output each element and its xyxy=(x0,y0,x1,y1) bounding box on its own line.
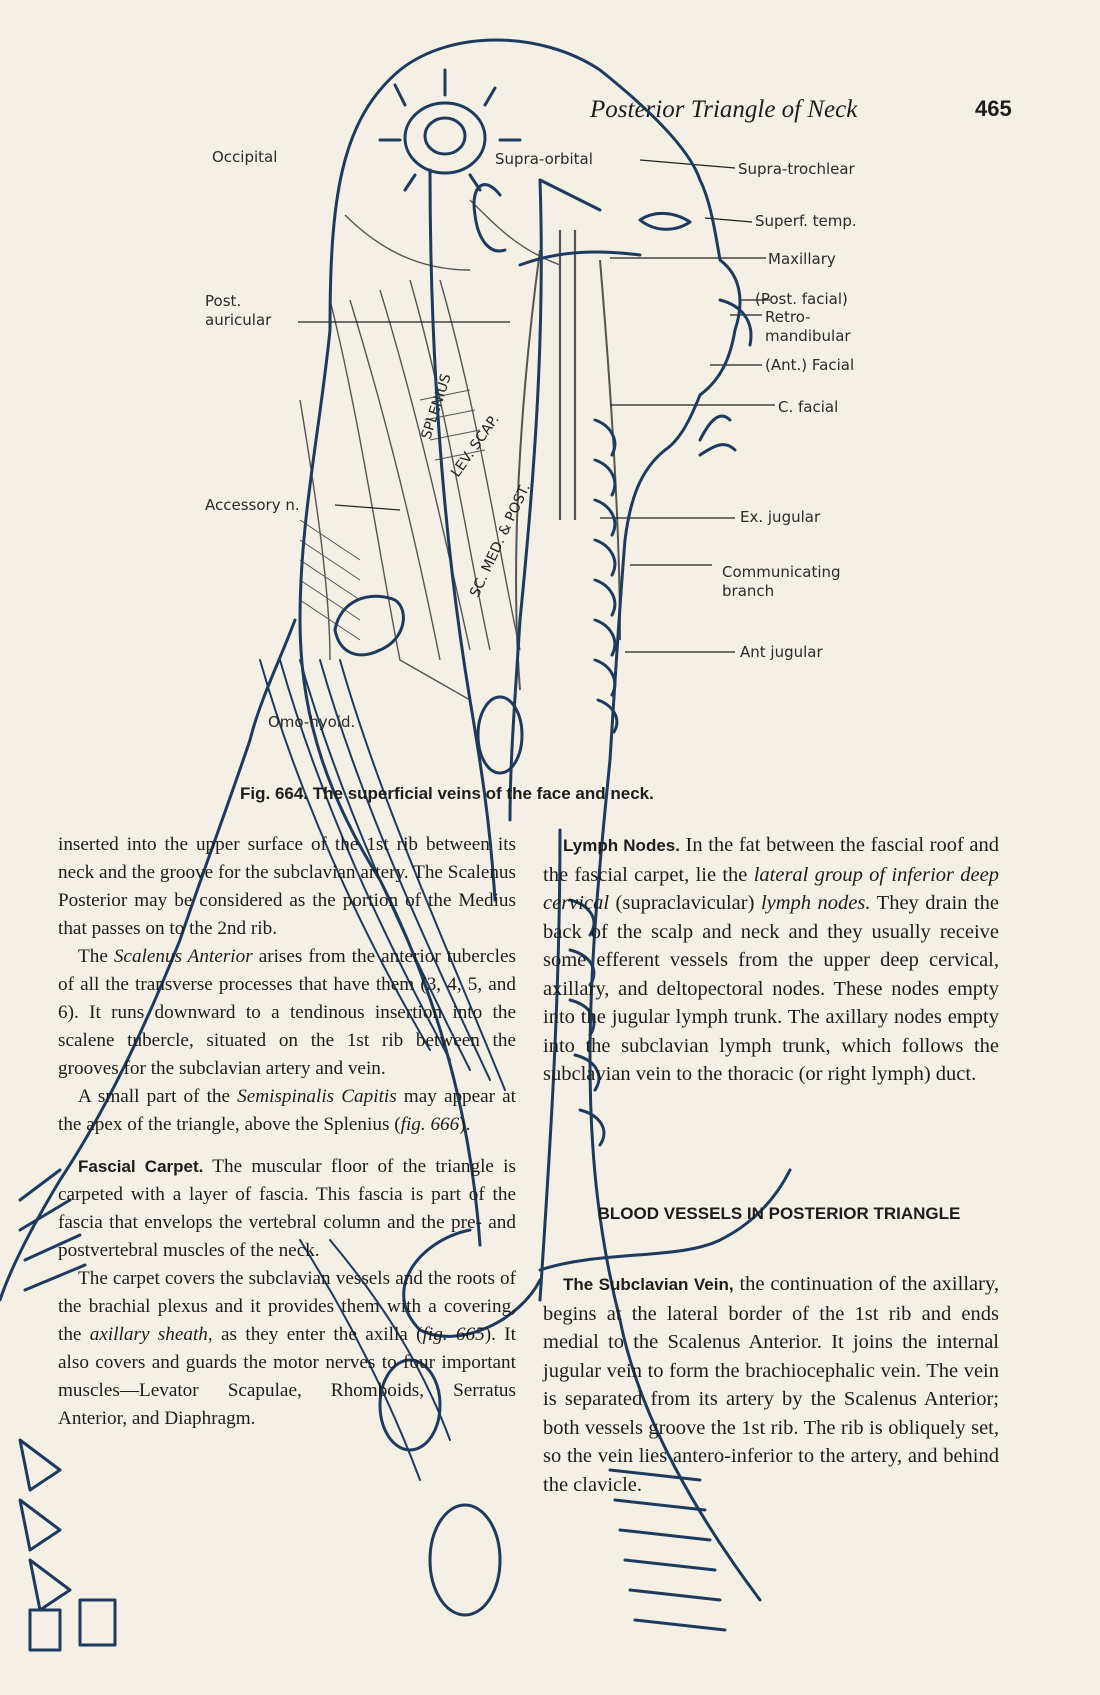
label-ant-facial: (Ant.) Facial xyxy=(765,356,855,374)
printed-figure xyxy=(299,199,621,701)
label-omo-hyoid: Omo-hyoid. xyxy=(268,713,356,731)
section-heading: The Subclavian Vein, xyxy=(563,1275,734,1294)
label-c-facial: C. facial xyxy=(778,398,839,416)
right-column: Lymph Nodes. In the fat between the fasc… xyxy=(543,831,999,1089)
label-post-facial: (Post. facial) xyxy=(755,290,848,308)
label-maxillary: Maxillary xyxy=(768,250,836,268)
label-ex-jugular: Ex. jugular xyxy=(740,508,821,526)
page-number: 465 xyxy=(975,96,1012,121)
section-heading: Lymph Nodes. xyxy=(563,836,680,855)
label-supra-trochlear: Supra-trochlear xyxy=(738,160,855,178)
label-superf-temp: Superf. temp. xyxy=(755,212,857,230)
label-communicating-branch: Communicating branch xyxy=(722,563,841,600)
label-retro-mandibular: Retro- mandibular xyxy=(765,308,851,345)
paragraph-fascial-carpet: Fascial Carpet. The muscular floor of th… xyxy=(58,1156,516,1261)
right-column-lower: The Subclavian Vein, the continuation of… xyxy=(543,1270,999,1499)
section-heading: Fascial Carpet. xyxy=(78,1157,204,1176)
figure-caption: Fig. 664. The superficial veins of the f… xyxy=(240,784,654,804)
paragraph: A small part of the Semispinalis Capitis… xyxy=(58,1086,517,1135)
pen-overdrawing xyxy=(0,38,792,1652)
paragraph: The Scalenus Anterior arises from the an… xyxy=(58,946,516,1079)
label-leaders xyxy=(298,159,775,653)
left-column: inserted into the upper surface of the 1… xyxy=(58,831,516,1433)
label-post-auricular: Post. auricular xyxy=(205,292,272,329)
label-accessory-n: Accessory n. xyxy=(205,496,300,514)
paragraph-subclavian-vein: The Subclavian Vein, the continuation of… xyxy=(543,1273,999,1496)
figure-number: Fig. 664. xyxy=(240,784,309,803)
section-heading-blood-vessels: BLOOD VESSELS IN POSTERIOR TRIANGLE xyxy=(597,1204,961,1223)
paragraph-lymph-nodes: Lymph Nodes. In the fat between the fasc… xyxy=(543,834,1000,1085)
figure-caption-text: The superficial veins of the face and ne… xyxy=(312,784,654,803)
label-supra-orbital: Supra-orbital xyxy=(495,150,593,168)
paragraph: The carpet covers the subclavian vessels… xyxy=(58,1268,516,1429)
label-ant-jugular: Ant jugular xyxy=(740,643,823,661)
label-occipital: Occipital xyxy=(212,148,278,166)
paragraph: inserted into the upper surface of the 1… xyxy=(58,834,516,939)
